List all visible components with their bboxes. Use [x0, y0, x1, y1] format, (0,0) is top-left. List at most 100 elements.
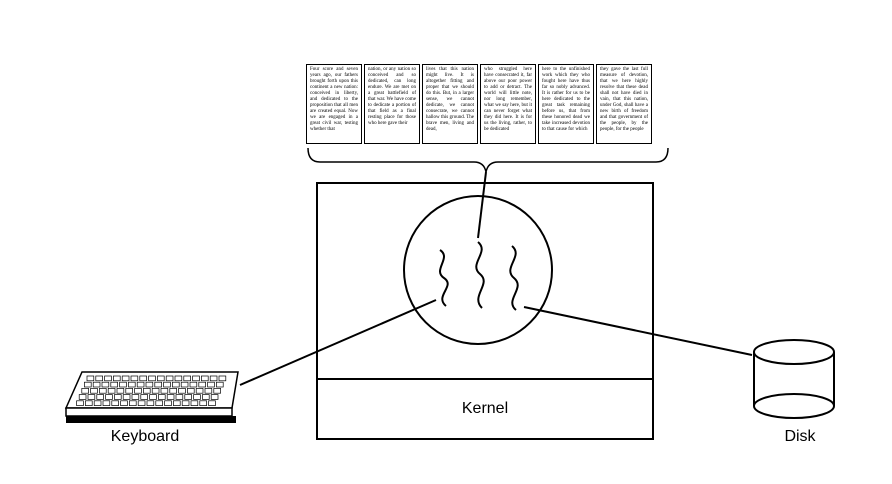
- keyboard-key: [163, 381, 171, 388]
- keyboard-key: [190, 400, 199, 406]
- keyboard-key: [105, 394, 113, 400]
- keyboard-key: [202, 394, 210, 400]
- keyboard-key: [207, 381, 215, 388]
- keyboard-key: [154, 381, 162, 388]
- keyboard-key: [181, 400, 190, 406]
- keyboard-key: [210, 394, 219, 400]
- keyboard-key: [107, 388, 116, 394]
- keyboard-key: [121, 375, 130, 382]
- memory-pages: Four score and seven years ago, our fath…: [306, 64, 652, 144]
- keyboard-key: [175, 394, 184, 400]
- keyboard-key: [173, 400, 181, 406]
- keyboard-key: [148, 375, 156, 382]
- memory-page: here to the unfinished work which they w…: [538, 64, 594, 144]
- keyboard-key: [165, 375, 174, 382]
- keyboard-key: [169, 388, 177, 394]
- keyboard-key: [130, 375, 139, 382]
- keyboard-key: [136, 381, 145, 388]
- keyboard-key: [160, 388, 169, 394]
- memory-page: who struggled here have consecrated it, …: [480, 64, 536, 144]
- keyboard-key: [76, 400, 84, 406]
- keyboard-icon: [64, 371, 239, 423]
- keyboard-key: [140, 394, 148, 400]
- keyboard-key: [208, 400, 216, 406]
- keyboard-key: [216, 381, 224, 388]
- memory-link-line: [477, 171, 487, 239]
- keyboard-key: [122, 394, 131, 400]
- keyboard-key: [198, 381, 206, 388]
- keyboard-key: [157, 375, 165, 382]
- keyboard-key: [78, 394, 87, 400]
- keyboard-key: [92, 381, 101, 388]
- keyboard-key: [96, 394, 104, 400]
- keyboard-key: [166, 394, 175, 400]
- keyboard-key: [125, 388, 133, 394]
- memory-page-text: they gave the last full measure of devot…: [600, 67, 648, 132]
- keyboard-key: [218, 375, 227, 382]
- keyboard-key: [174, 375, 183, 382]
- keyboard-key: [116, 388, 125, 394]
- memory-page: nation, or any nation so conceived and s…: [364, 64, 420, 144]
- memory-page-text: who struggled here have consecrated it, …: [484, 67, 532, 132]
- keyboard-key: [164, 400, 172, 406]
- keyboard-key: [119, 381, 127, 388]
- keyboard-link-line: [239, 299, 437, 386]
- keyboard-key: [180, 381, 189, 388]
- disk-icon: [753, 339, 835, 419]
- keyboard-key: [137, 400, 146, 406]
- memory-page: lives that this nation might live. It is…: [422, 64, 478, 144]
- keyboard-key: [187, 388, 195, 394]
- keyboard-key: [192, 375, 200, 382]
- keyboard-label: Keyboard: [110, 428, 180, 445]
- keyboard-key: [129, 400, 137, 406]
- keyboard-key: [193, 394, 201, 400]
- keyboard-key: [204, 388, 213, 394]
- computer-box: [316, 182, 654, 440]
- keyboard-key: [113, 375, 121, 382]
- keyboard-key: [120, 400, 128, 406]
- keyboard-key: [213, 388, 221, 394]
- keyboard-key: [101, 381, 110, 388]
- keyboard-key: [158, 394, 166, 400]
- keyboard-key: [110, 381, 118, 388]
- keyboard-key: [139, 375, 147, 382]
- keyboard-key: [199, 400, 207, 406]
- thread-squiggle-1: [439, 249, 449, 307]
- keyboard-key: [93, 400, 102, 406]
- keyboard-key: [195, 388, 204, 394]
- process-circle: [403, 195, 553, 345]
- memory-page-text: nation, or any nation so conceived and s…: [368, 67, 416, 126]
- disk-label: Disk: [784, 428, 816, 445]
- keyboard-key: [143, 388, 151, 394]
- keyboard-key: [111, 400, 119, 406]
- memory-page-text: Four score and seven years ago, our fath…: [310, 67, 358, 132]
- keyboard-key: [90, 388, 98, 394]
- keyboard-key: [201, 375, 209, 382]
- keyboard-key: [128, 381, 136, 388]
- keyboard-key: [86, 375, 95, 382]
- memory-page-text: lives that this nation might live. It is…: [426, 67, 474, 132]
- memory-page: they gave the last full measure of devot…: [596, 64, 652, 144]
- keyboard-key: [102, 400, 111, 406]
- keyboard-key: [183, 375, 191, 382]
- keyboard-key: [87, 394, 96, 400]
- keyboard-key: [155, 400, 163, 406]
- disk-link-line: [523, 306, 753, 356]
- keyboard-key: [81, 388, 89, 394]
- keyboard-key: [104, 375, 112, 382]
- keyboard-key: [84, 381, 92, 388]
- keyboard-key: [85, 400, 93, 406]
- keyboard-key: [209, 375, 218, 382]
- keyboard-key: [114, 394, 122, 400]
- keyboard-key: [146, 400, 155, 406]
- keyboard-key: [149, 394, 157, 400]
- thread-squiggle-3: [509, 245, 519, 311]
- memory-page: Four score and seven years ago, our fath…: [306, 64, 362, 144]
- thread-squiggle-2: [475, 241, 485, 309]
- keyboard-key: [134, 388, 142, 394]
- memory-brace: [307, 147, 669, 173]
- keyboard-key: [145, 381, 154, 388]
- memory-page-text: here to the unfinished work which they w…: [542, 67, 590, 132]
- keyboard-key: [131, 394, 140, 400]
